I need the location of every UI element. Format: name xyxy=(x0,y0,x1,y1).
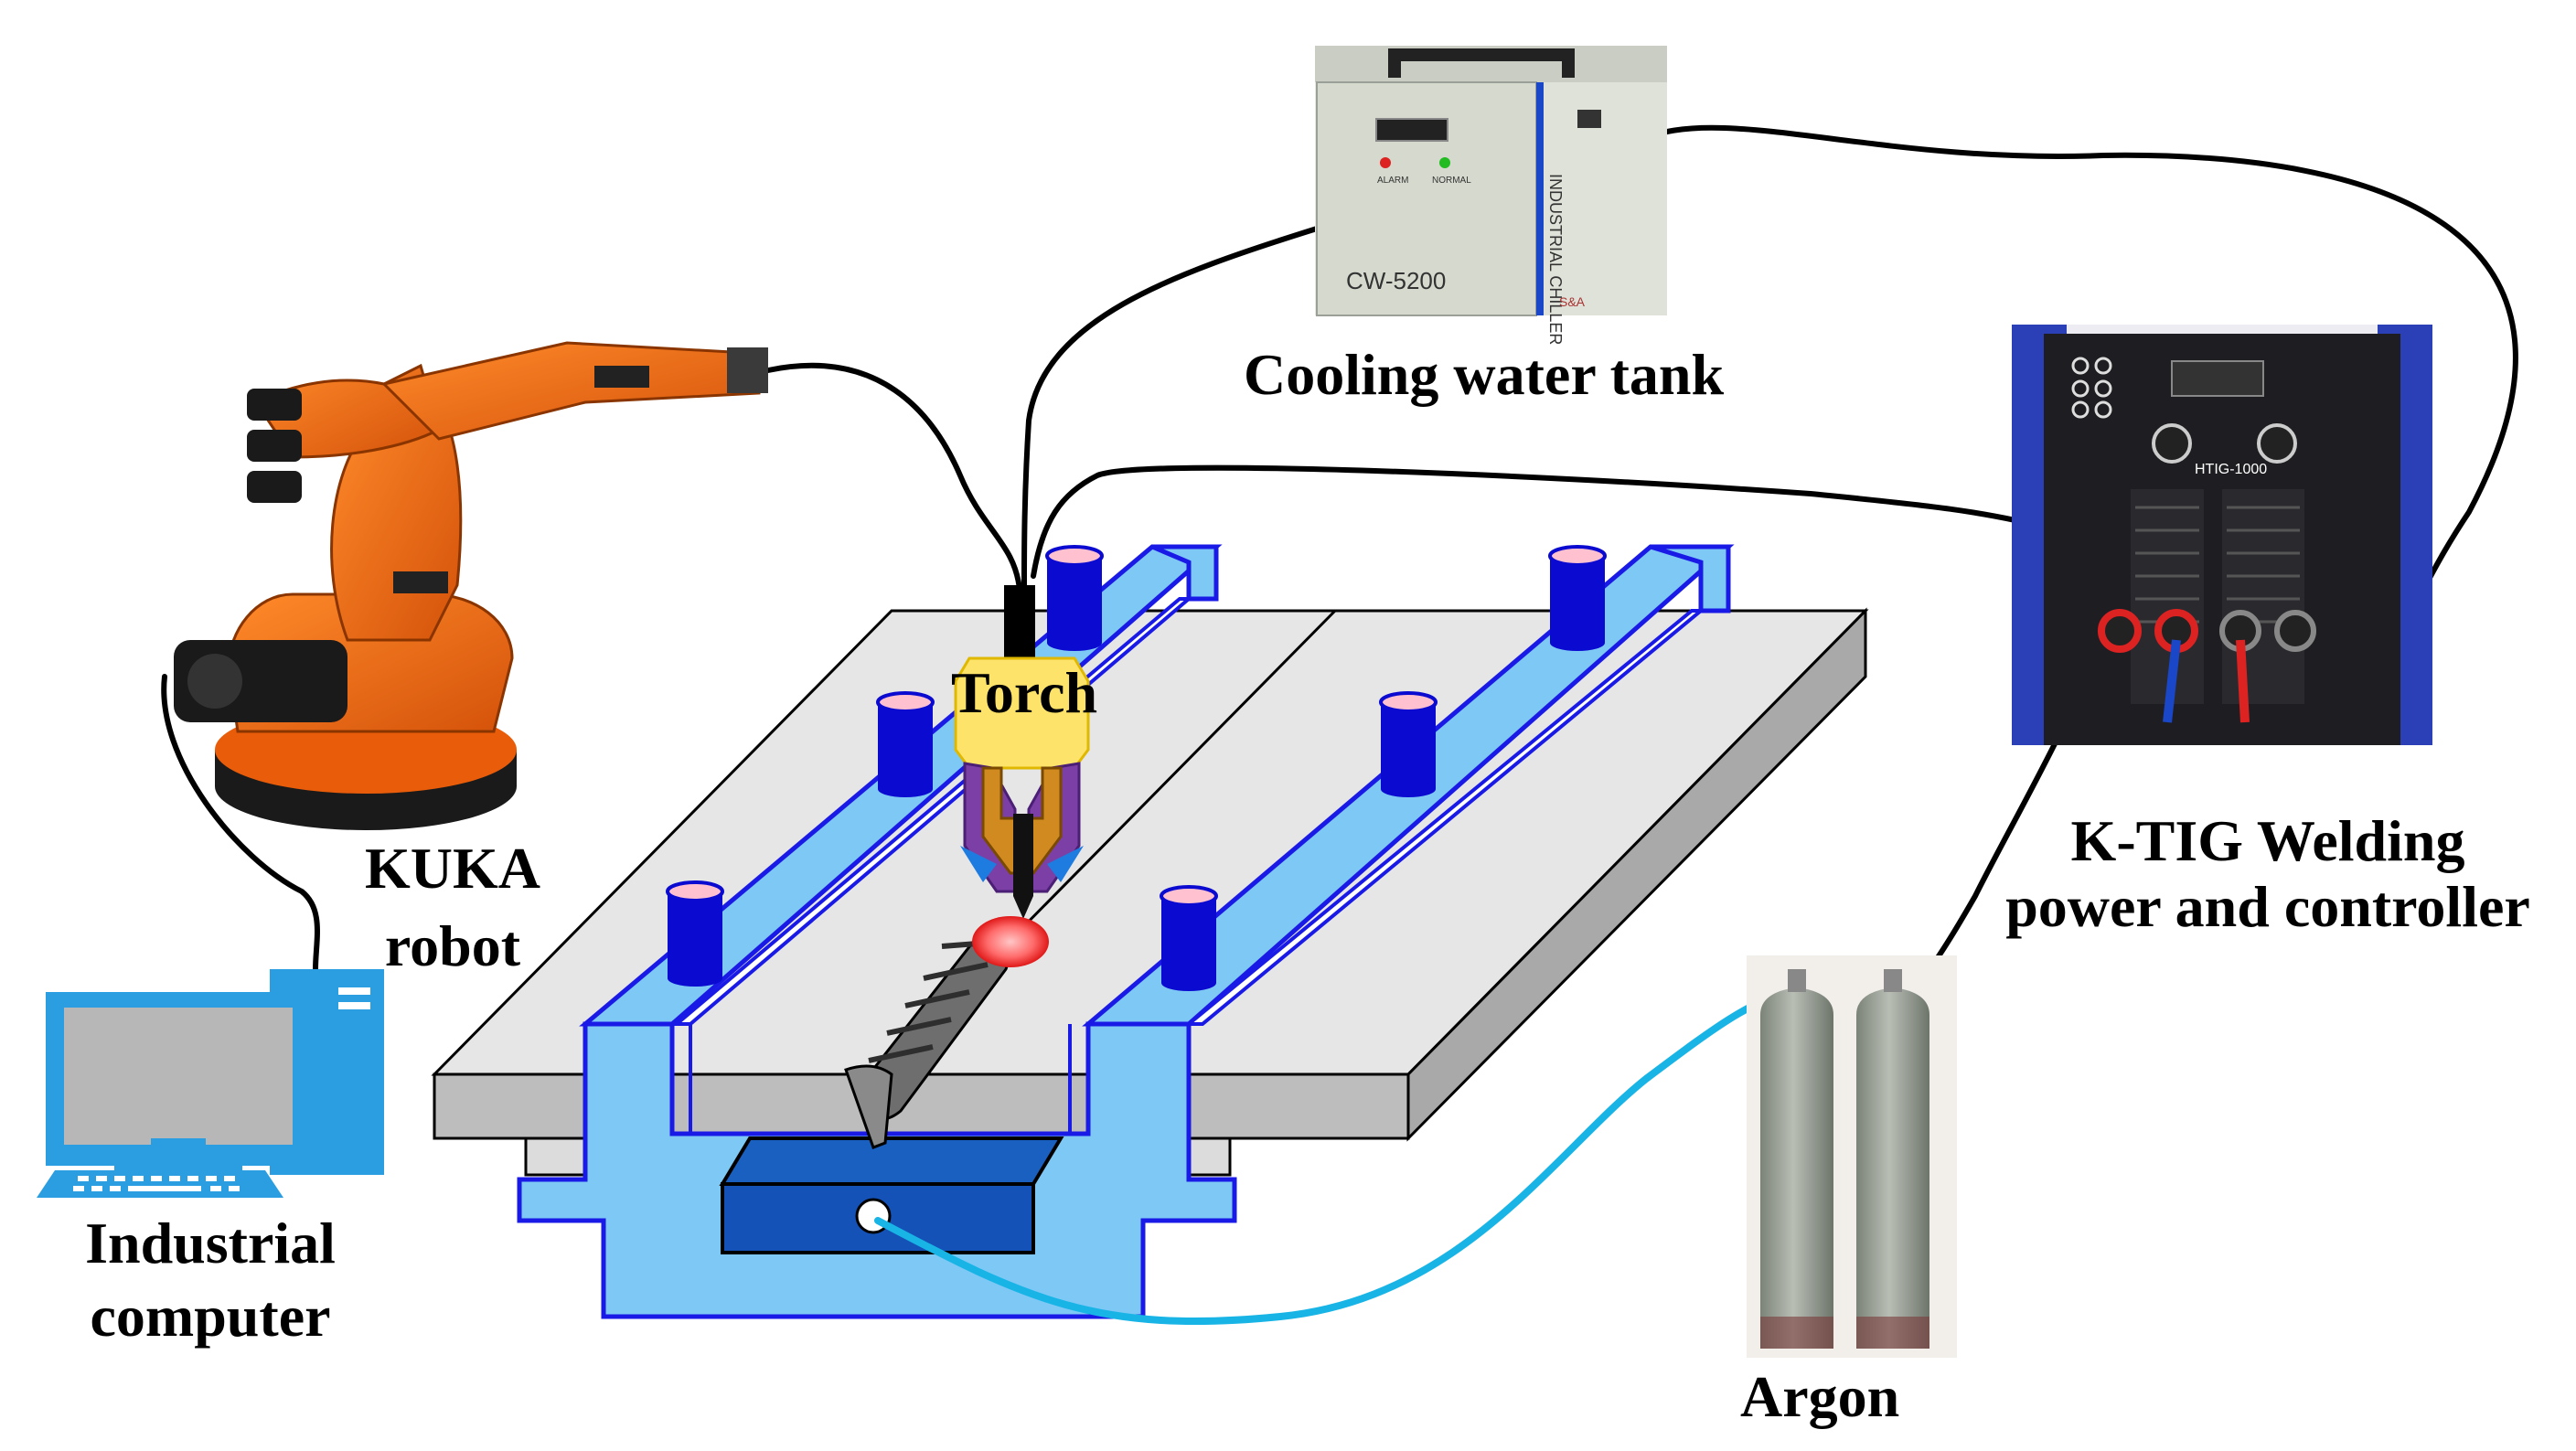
svg-text:ALARM: ALARM xyxy=(1377,176,1408,186)
welder-model-text: HTIG-1000 xyxy=(2195,462,2267,477)
clamp-1 xyxy=(1045,545,1104,651)
welding-torch xyxy=(954,585,1090,967)
ktig-label-line2: power and controller xyxy=(2005,874,2530,939)
clamp-5 xyxy=(666,880,724,987)
industrial-computer xyxy=(37,969,384,1198)
ktig-welder: HTIG-1000 xyxy=(2012,325,2432,745)
svg-text:S&A: S&A xyxy=(1559,294,1586,309)
cooling-water-tank-label: Cooling water tank xyxy=(1244,342,1725,407)
svg-text:NORMAL: NORMAL xyxy=(1432,176,1471,186)
industrial-computer-label-line1: Industrial xyxy=(85,1211,336,1275)
industrial-computer-label-line2: computer xyxy=(90,1284,331,1349)
clamp-2 xyxy=(1548,545,1607,651)
argon-label: Argon xyxy=(1740,1364,1900,1429)
clamp-cylinders xyxy=(666,545,1607,991)
ktig-label-line1: K-TIG Welding xyxy=(2070,808,2465,873)
clamp-6 xyxy=(1160,885,1218,991)
clamp-3 xyxy=(876,691,935,797)
kuka-robot-label-line1: KUKA xyxy=(365,836,540,901)
chiller-side-text: INDUSTRIAL CHILLER xyxy=(1546,174,1565,345)
gas-chamber-block xyxy=(719,1136,1064,1254)
weld-bead xyxy=(844,921,1010,1149)
clamp-4 xyxy=(1379,691,1438,797)
torch-label: Torch xyxy=(951,660,1098,725)
cooling-water-tank: CW-5200 ALARM NORMAL INDUSTRIAL CHILLER … xyxy=(1315,46,1667,345)
chiller-model-text: CW-5200 xyxy=(1346,267,1446,294)
argon-cylinders xyxy=(1747,955,1957,1358)
argon-hose xyxy=(874,988,1801,1326)
kuka-robot-label-line2: robot xyxy=(384,913,521,978)
kuka-robot xyxy=(174,341,768,830)
